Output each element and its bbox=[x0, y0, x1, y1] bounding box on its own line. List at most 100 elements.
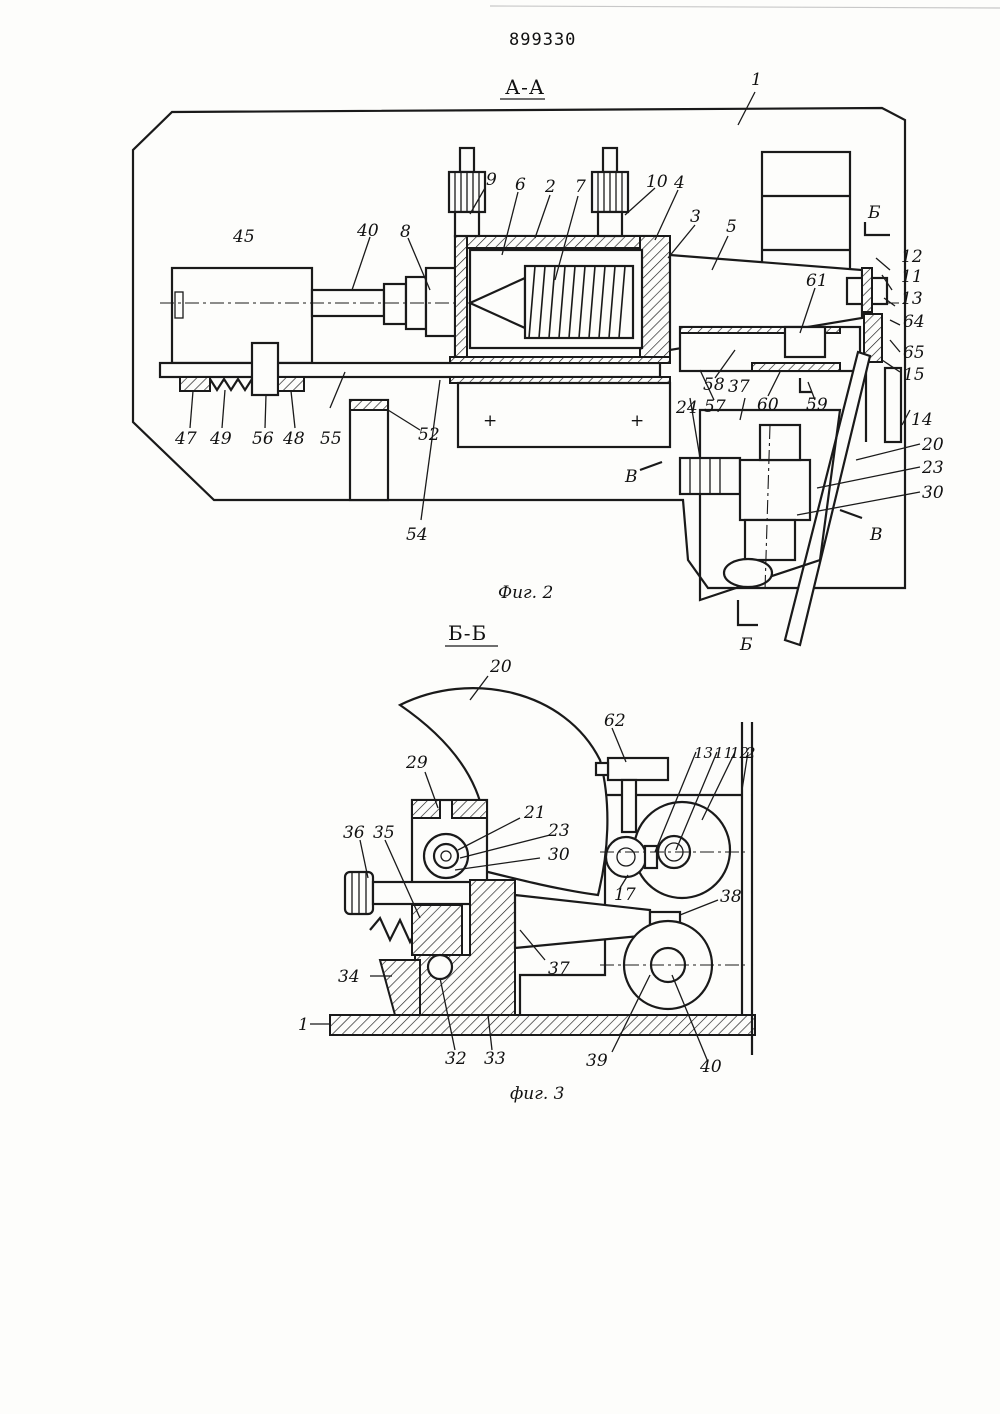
top-cap bbox=[760, 425, 800, 460]
spring-49 bbox=[210, 379, 252, 390]
plate-4 bbox=[640, 236, 670, 358]
housing-23 bbox=[740, 460, 810, 520]
fig2-section-title: А-А bbox=[505, 75, 545, 99]
label-65: 65 bbox=[903, 343, 925, 363]
label-55: 55 bbox=[320, 429, 342, 449]
label-35: 35 bbox=[373, 823, 395, 843]
label-13: 13 bbox=[694, 744, 713, 762]
label-17: 17 bbox=[614, 885, 636, 905]
label-12: 12 bbox=[901, 247, 923, 267]
label-29: 29 bbox=[405, 753, 428, 773]
label-30: 30 bbox=[922, 483, 944, 503]
label-49: 49 bbox=[209, 429, 232, 449]
label-37: 37 bbox=[728, 377, 750, 397]
label-6: 6 bbox=[515, 175, 526, 195]
label-57: 57 bbox=[704, 397, 726, 417]
label-1: 1 bbox=[751, 70, 762, 90]
fig3-section-title: Б-Б bbox=[448, 621, 487, 645]
label-24: 24 bbox=[675, 398, 698, 418]
slider-56 bbox=[252, 343, 278, 395]
pin-32 bbox=[428, 955, 452, 979]
label-34: 34 bbox=[338, 967, 360, 987]
fig2-caption: Фиг. 2 bbox=[498, 583, 553, 603]
label-1: 1 bbox=[298, 1015, 309, 1035]
support-47 bbox=[180, 377, 210, 391]
body-2-top-wall bbox=[455, 236, 655, 248]
label-2: 2 bbox=[745, 744, 756, 762]
label-23: 23 bbox=[921, 458, 944, 478]
block-52 bbox=[350, 400, 388, 500]
label-4: 4 bbox=[673, 173, 685, 193]
block-62-screw bbox=[596, 763, 608, 775]
label-59: 59 bbox=[806, 395, 828, 415]
label-40: 40 bbox=[356, 221, 379, 241]
piston-61 bbox=[785, 327, 825, 357]
figure-2: А-А bbox=[133, 70, 944, 655]
block-52-cap bbox=[350, 400, 388, 410]
label-2: 2 bbox=[544, 177, 556, 197]
section-mark-b-top bbox=[865, 222, 890, 235]
plus-mark-left: + bbox=[483, 411, 497, 431]
label-39: 39 bbox=[586, 1051, 608, 1071]
nut bbox=[384, 284, 406, 324]
plus-mark-right: + bbox=[630, 411, 644, 431]
label-21: 21 bbox=[523, 803, 546, 823]
label-23: 23 bbox=[547, 821, 570, 841]
motor-45 bbox=[172, 268, 312, 363]
knob-9 bbox=[449, 148, 485, 236]
bar-14 bbox=[885, 368, 901, 442]
fig3-caption: фиг. 3 bbox=[510, 1084, 564, 1104]
rod-55 bbox=[160, 363, 660, 377]
bearing-23 bbox=[434, 844, 458, 868]
section-mark-v-right bbox=[840, 510, 862, 518]
label-33: 33 bbox=[484, 1049, 506, 1069]
label-62: 62 bbox=[604, 711, 626, 731]
bracket-59 bbox=[800, 378, 812, 392]
label-3: 3 bbox=[690, 207, 701, 227]
label-5: 5 bbox=[726, 217, 737, 237]
part-13 bbox=[645, 846, 657, 868]
label-37: 37 bbox=[548, 959, 570, 979]
label-45: 45 bbox=[232, 227, 255, 247]
block-29-cap-right bbox=[452, 800, 487, 818]
label-13: 13 bbox=[901, 289, 923, 309]
section-letter-b-bottom: Б bbox=[739, 635, 753, 655]
body-2-left-wall bbox=[455, 236, 467, 358]
label-40: 40 bbox=[699, 1057, 722, 1077]
part-34 bbox=[380, 960, 420, 1015]
label-47: 47 bbox=[174, 429, 197, 449]
roller-17 bbox=[606, 837, 646, 877]
label-64: 64 bbox=[903, 312, 925, 332]
label-52: 52 bbox=[418, 425, 440, 445]
lower-cap bbox=[745, 520, 795, 560]
part-12 bbox=[862, 268, 872, 312]
label-9: 9 bbox=[486, 170, 497, 190]
label-56: 56 bbox=[252, 429, 274, 449]
support-48 bbox=[278, 377, 304, 391]
coupling-8 bbox=[426, 268, 456, 336]
label-11: 11 bbox=[901, 267, 923, 287]
label-60: 60 bbox=[757, 395, 779, 415]
label-10: 10 bbox=[646, 172, 668, 192]
label-7: 7 bbox=[575, 177, 586, 197]
label-36: 36 bbox=[343, 823, 365, 843]
label-32: 32 bbox=[445, 1049, 467, 1069]
section-mark-v-left bbox=[640, 462, 662, 470]
seat-60 bbox=[752, 363, 840, 371]
section-letter-v-left: В bbox=[624, 467, 638, 487]
scan-edge bbox=[490, 6, 1000, 8]
label-20: 20 bbox=[921, 435, 944, 455]
patent-number: 899330 bbox=[509, 30, 576, 50]
section-mark-b-bottom bbox=[738, 600, 758, 625]
section-letter-b-top: Б bbox=[867, 203, 881, 223]
label-48: 48 bbox=[282, 429, 305, 449]
label-15: 15 bbox=[903, 365, 925, 385]
label-38: 38 bbox=[720, 887, 742, 907]
knob-10 bbox=[592, 148, 628, 236]
label-8: 8 bbox=[400, 222, 411, 242]
label-30: 30 bbox=[548, 845, 570, 865]
figure-3: Б-Б bbox=[298, 621, 756, 1104]
section-letter-v-right: В bbox=[869, 525, 883, 545]
